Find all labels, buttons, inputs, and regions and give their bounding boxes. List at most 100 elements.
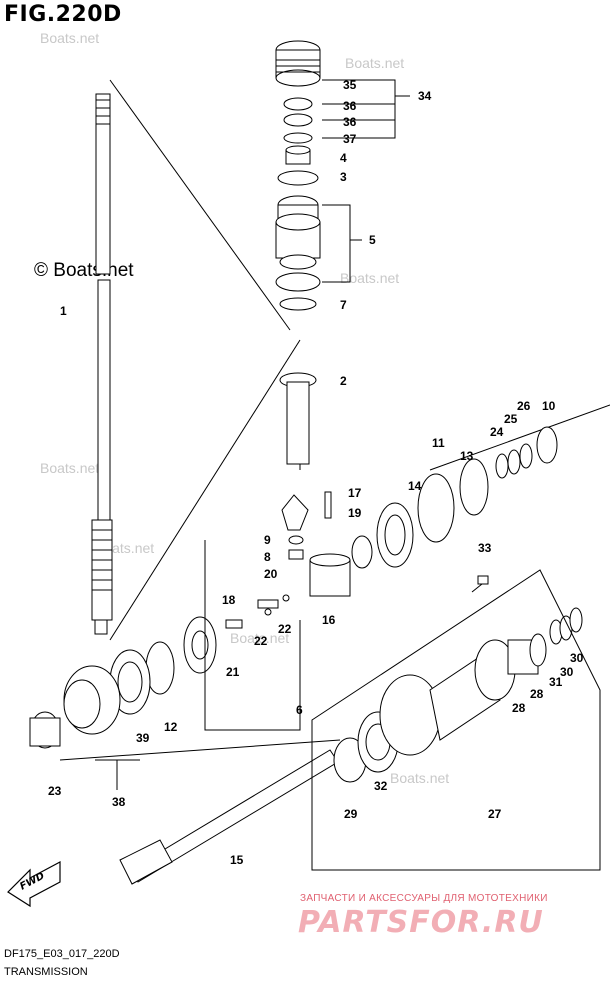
callout: 30 [570,651,584,665]
part-1-drive-shaft [91,93,113,635]
callout: 15 [230,853,244,867]
part-23-bushing [29,711,61,749]
guide-line-3 [429,404,610,471]
callout: 5 [369,233,376,247]
part-27-housing [379,639,516,756]
shop-caption: ЗАПЧАСТИ И АКСЕССУАРЫ ДЛЯ МОТОТЕХНИКИ [300,893,548,904]
part-20-spring [257,599,279,609]
part-14-gear [376,502,414,568]
callout: 22 [278,622,292,636]
part-25-washer [507,449,521,475]
part-5-bearing-housing [275,195,321,292]
callout: 14 [408,479,422,493]
part-4-nut [285,145,311,165]
part-36-seal-b [283,113,313,127]
callout: 10 [542,399,556,413]
bracket-38 [95,759,140,790]
callout: 25 [504,412,518,426]
bracket-34 [322,79,410,139]
part-3-race [277,170,319,186]
part-7-clip [279,297,317,311]
callout: 8 [264,550,271,564]
part-19-ring [351,535,373,569]
guide-line-2 [109,339,301,641]
watermark-4: Boats.net [40,460,100,476]
callout: 17 [348,486,362,500]
watermark-6: Boats.net [230,630,290,646]
callout: 12 [164,720,178,734]
callout: 20 [264,567,278,581]
callout: 32 [374,779,388,793]
part-36-seal-a [283,97,313,111]
bracket-5 [322,204,362,283]
callout: 9 [264,533,271,547]
callout: 23 [48,784,62,798]
part-pinion-gear [281,494,309,531]
part-21-gear [183,616,217,674]
callout: 38 [112,795,126,809]
fwd-arrow-icon: FWD [7,861,61,908]
callout: 7 [340,298,347,312]
callout: 30 [560,665,574,679]
watermark-2: Boats.net [345,55,405,71]
callout: 34 [418,89,432,103]
shop-logo: PARTSFOR.RU [298,905,544,940]
callout: 2 [340,374,347,388]
part-33-bolt [471,575,489,593]
callout: 21 [226,665,240,679]
callout: 19 [348,506,362,520]
callout: 36 [343,115,357,129]
callout: 18 [222,593,236,607]
callout: 36 [343,99,357,113]
part-15-propeller-shaft [119,749,339,885]
callout: 24 [490,425,504,439]
part-17-pin [324,491,332,519]
section-name: TRANSMISSION [4,966,88,978]
callout: 37 [343,132,357,146]
part-24-washer [495,453,509,479]
callout: 3 [340,170,347,184]
callout: 22 [254,634,268,648]
part-9-washer [288,535,304,545]
guide-line-5 [59,739,341,761]
part-2-sleeve [279,372,317,465]
callout: 6 [296,703,303,717]
part-35-cap [275,40,321,87]
watermark-3: Boats.net [340,270,400,286]
bracket-6 [204,540,301,731]
callout: 39 [136,731,150,745]
part-22-ball-b [282,594,290,602]
callout: 4 [340,151,347,165]
part-38-race [63,665,121,735]
part-11-bearing [417,473,455,543]
part-28-bearing [507,633,547,675]
callout: 29 [344,807,358,821]
callout: 26 [517,399,531,413]
guide-line-1 [109,79,291,331]
part-30-seal-b [569,607,583,633]
part-16-clutch [309,553,351,597]
callout: 28 [512,701,526,715]
callout-numbers: 35 36 36 37 34 4 3 5 7 2 1 10 26 25 24 1… [48,78,584,867]
part-22-ball-a [264,608,272,616]
callout: 27 [488,807,502,821]
watermark-1: Boats.net [40,30,100,46]
watermark-7: Boats.net [390,770,450,786]
part-26-washer [519,443,533,469]
figure-title: FIG.220D [4,2,122,27]
callout: 35 [343,78,357,92]
part-13-shim [459,458,489,516]
callout: 16 [322,613,336,627]
callout: 1 [60,304,67,318]
callout: 13 [460,449,474,463]
part-18-pin [225,619,243,629]
callout: 33 [478,541,492,555]
part-10-ring [536,426,558,464]
bracket-27-outline [311,569,601,871]
part-37-ring [283,132,313,144]
callout: 11 [432,436,445,450]
part-8-nut [288,549,304,560]
callout: 28 [530,687,544,701]
